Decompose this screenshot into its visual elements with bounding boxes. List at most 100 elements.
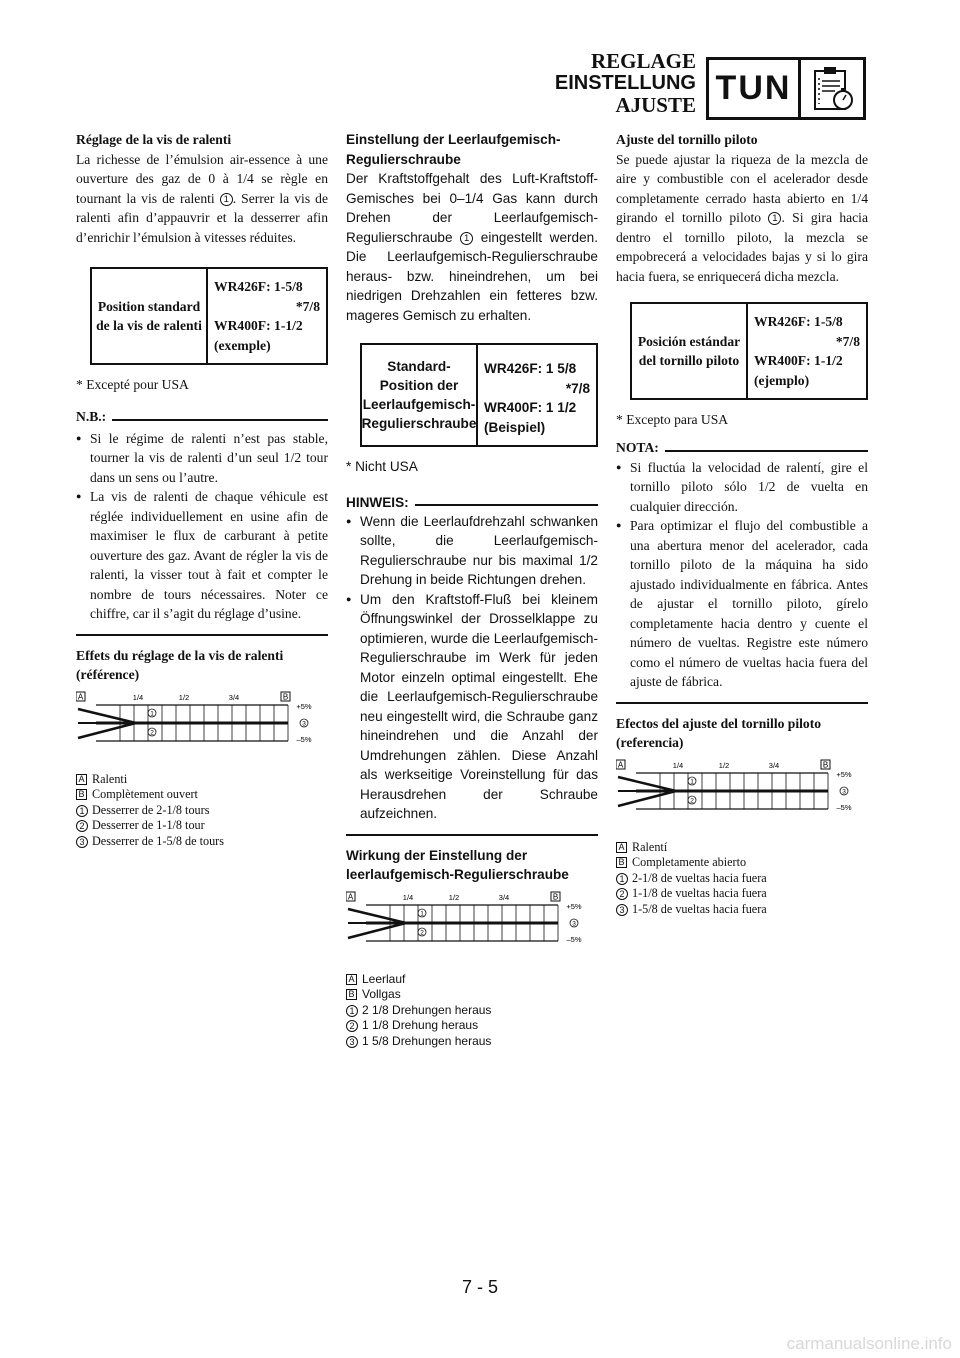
key-b-box xyxy=(820,759,831,769)
de-intro-b: eingestellt werden. Die Leerlaufgemisch-… xyxy=(346,229,598,323)
header-title-es: AJUSTE xyxy=(615,93,696,117)
tick-label: 1/4 xyxy=(403,893,413,902)
legend-text: Leerlauf xyxy=(362,971,406,986)
legend-text: 1 1/8 Drehung heraus xyxy=(362,1018,479,1032)
callout-circle-2 xyxy=(417,927,427,936)
fr-spec-table: Position standard de la vis de ralenti W… xyxy=(90,267,328,365)
fr-intro-b: . Serrer la vis de ralenti afin d’appauv… xyxy=(76,190,328,245)
callout-circle-3 xyxy=(569,918,579,927)
callout-label-1: 1 xyxy=(420,910,424,917)
divider xyxy=(112,418,328,421)
de-note-title: HINWEIS: xyxy=(346,494,409,510)
es-spec-values: WR426F: 1-5/8 *7/8 WR400F: 1-1/2 (ejempl… xyxy=(748,304,866,398)
key-b-label: B xyxy=(823,760,828,769)
minus-five-percent-label: –5% xyxy=(296,735,311,744)
key-b-label: B xyxy=(553,892,558,901)
column-spanish: Ajuste del tornillo piloto Se puede ajus… xyxy=(615,130,868,918)
watermark: carmanualsonline.info xyxy=(786,1334,952,1353)
es-note-title: NOTA: xyxy=(616,439,659,455)
es-intro: Se puede ajustar la riqueza de la mezcla… xyxy=(616,150,868,287)
legend-key: B xyxy=(346,989,357,1000)
plus-five-percent-label: +5% xyxy=(296,702,312,711)
fr-note-bullet-1: Si le régime de ralenti n’est pas stable… xyxy=(76,429,328,488)
fr-spec-values: WR426F: 1-5/8 *7/8 WR400F: 1-1/2 (exempl… xyxy=(208,269,326,363)
ref-callout-1: 1 xyxy=(219,192,233,206)
key-b-box xyxy=(280,691,291,701)
legend-item: 1 Desserrer de 2-1/8 tours xyxy=(76,803,328,819)
legend-key: 1 xyxy=(76,804,88,817)
fr-spec-wr400: WR400F: 1-1/2 xyxy=(214,318,303,333)
legend-text: Desserrer de 2-1/8 tours xyxy=(92,802,210,817)
curve-lean xyxy=(347,921,407,939)
legend-text: Ralenti xyxy=(92,771,128,786)
key-a-box xyxy=(75,691,86,701)
legend-text: Complètement ouvert xyxy=(92,787,198,801)
tick-label: 1/2 xyxy=(449,893,459,902)
callout-circle-1 xyxy=(687,776,697,785)
fr-spec-example: (exemple) xyxy=(214,337,271,353)
legend-key: 2 xyxy=(616,888,628,900)
callout-label-3: 3 xyxy=(302,720,306,727)
de-effects-heading: Wirkung der Einstellung der leerlaufgemi… xyxy=(346,847,569,883)
de-spec-wr426: WR426F: 1 5/8 xyxy=(484,361,577,376)
tick-label: 3/4 xyxy=(499,893,509,902)
divider xyxy=(664,449,868,452)
es-spec-wr426: WR426F: 1-5/8 xyxy=(754,314,843,329)
legend-item: A Leerlauf xyxy=(346,972,598,988)
callout-circle-2 xyxy=(147,727,157,736)
tick-label: 1/2 xyxy=(719,761,729,770)
callout-label-3: 3 xyxy=(572,920,576,927)
plus-five-percent-label: +5% xyxy=(836,770,852,779)
es-spec-label: Posición estándar del tornillo piloto xyxy=(632,304,748,398)
callout-circle-3 xyxy=(299,718,309,727)
de-intro: Der Kraftstoffgehalt des Luft-Kraftstoff… xyxy=(346,169,598,325)
legend-key: A xyxy=(346,973,357,985)
de-note-bullet-1: Wenn die Leerlaufdrehzahl schwanken soll… xyxy=(346,512,598,590)
tick-label: 1/4 xyxy=(133,693,143,702)
header-titles: REGLAGE EINSTELLUNG AJUSTE xyxy=(555,50,696,116)
de-spec-label: Standard-Position der Leerlaufgemisch-Re… xyxy=(362,345,478,445)
es-effects-heading: Efectos del ajuste del tornillo piloto (… xyxy=(616,715,822,751)
legend-item: B Vollgas xyxy=(346,987,598,1003)
legend-text: Desserrer de 1-1/8 tour xyxy=(92,818,205,832)
fr-spec-usa: *7/8 xyxy=(295,298,320,314)
es-spec-wr400: WR400F: 1-1/2 xyxy=(754,353,843,368)
page-number: 7 - 5 xyxy=(461,1277,499,1297)
callout-label-1: 1 xyxy=(150,710,154,717)
de-heading: Einstellung der Leerlaufgemisch-Regulier… xyxy=(346,132,561,167)
fr-heading: Réglage de la vis de ralenti xyxy=(76,132,232,147)
curve-lean xyxy=(617,789,677,807)
legend-text: 1-1/8 de vueltas hacia fuera xyxy=(632,886,767,900)
es-spec-example: (ejemplo) xyxy=(754,372,810,388)
legend-text: 2 1/8 Drehungen heraus xyxy=(362,1002,492,1017)
clipboard-stopwatch-icon xyxy=(801,60,863,117)
es-spec-usa: *7/8 xyxy=(835,333,860,349)
minus-five-percent-label: –5% xyxy=(566,935,581,944)
legend-text: Vollgas xyxy=(362,987,401,1001)
de-footnote: * Nicht USA xyxy=(346,459,418,474)
callout-label-2: 2 xyxy=(420,929,424,936)
tick-label: 3/4 xyxy=(229,693,239,702)
fr-effects-heading: Effets du réglage de la vis de ralenti (… xyxy=(76,647,284,683)
legend-key: 3 xyxy=(616,903,628,916)
key-b-label: B xyxy=(283,692,288,701)
fr-intro-a: La richesse de l’émulsion air-essence à … xyxy=(76,151,328,206)
es-intro-a: Se puede ajustar la riqueza de la mezcla… xyxy=(616,151,868,226)
de-spec-values: WR426F: 1 5/8 *7/8 WR400F: 1 1/2 (Beispi… xyxy=(478,345,596,445)
plus-five-percent-label: +5% xyxy=(566,902,582,911)
legend-text: 1 5/8 Drehungen heraus xyxy=(362,1033,492,1048)
